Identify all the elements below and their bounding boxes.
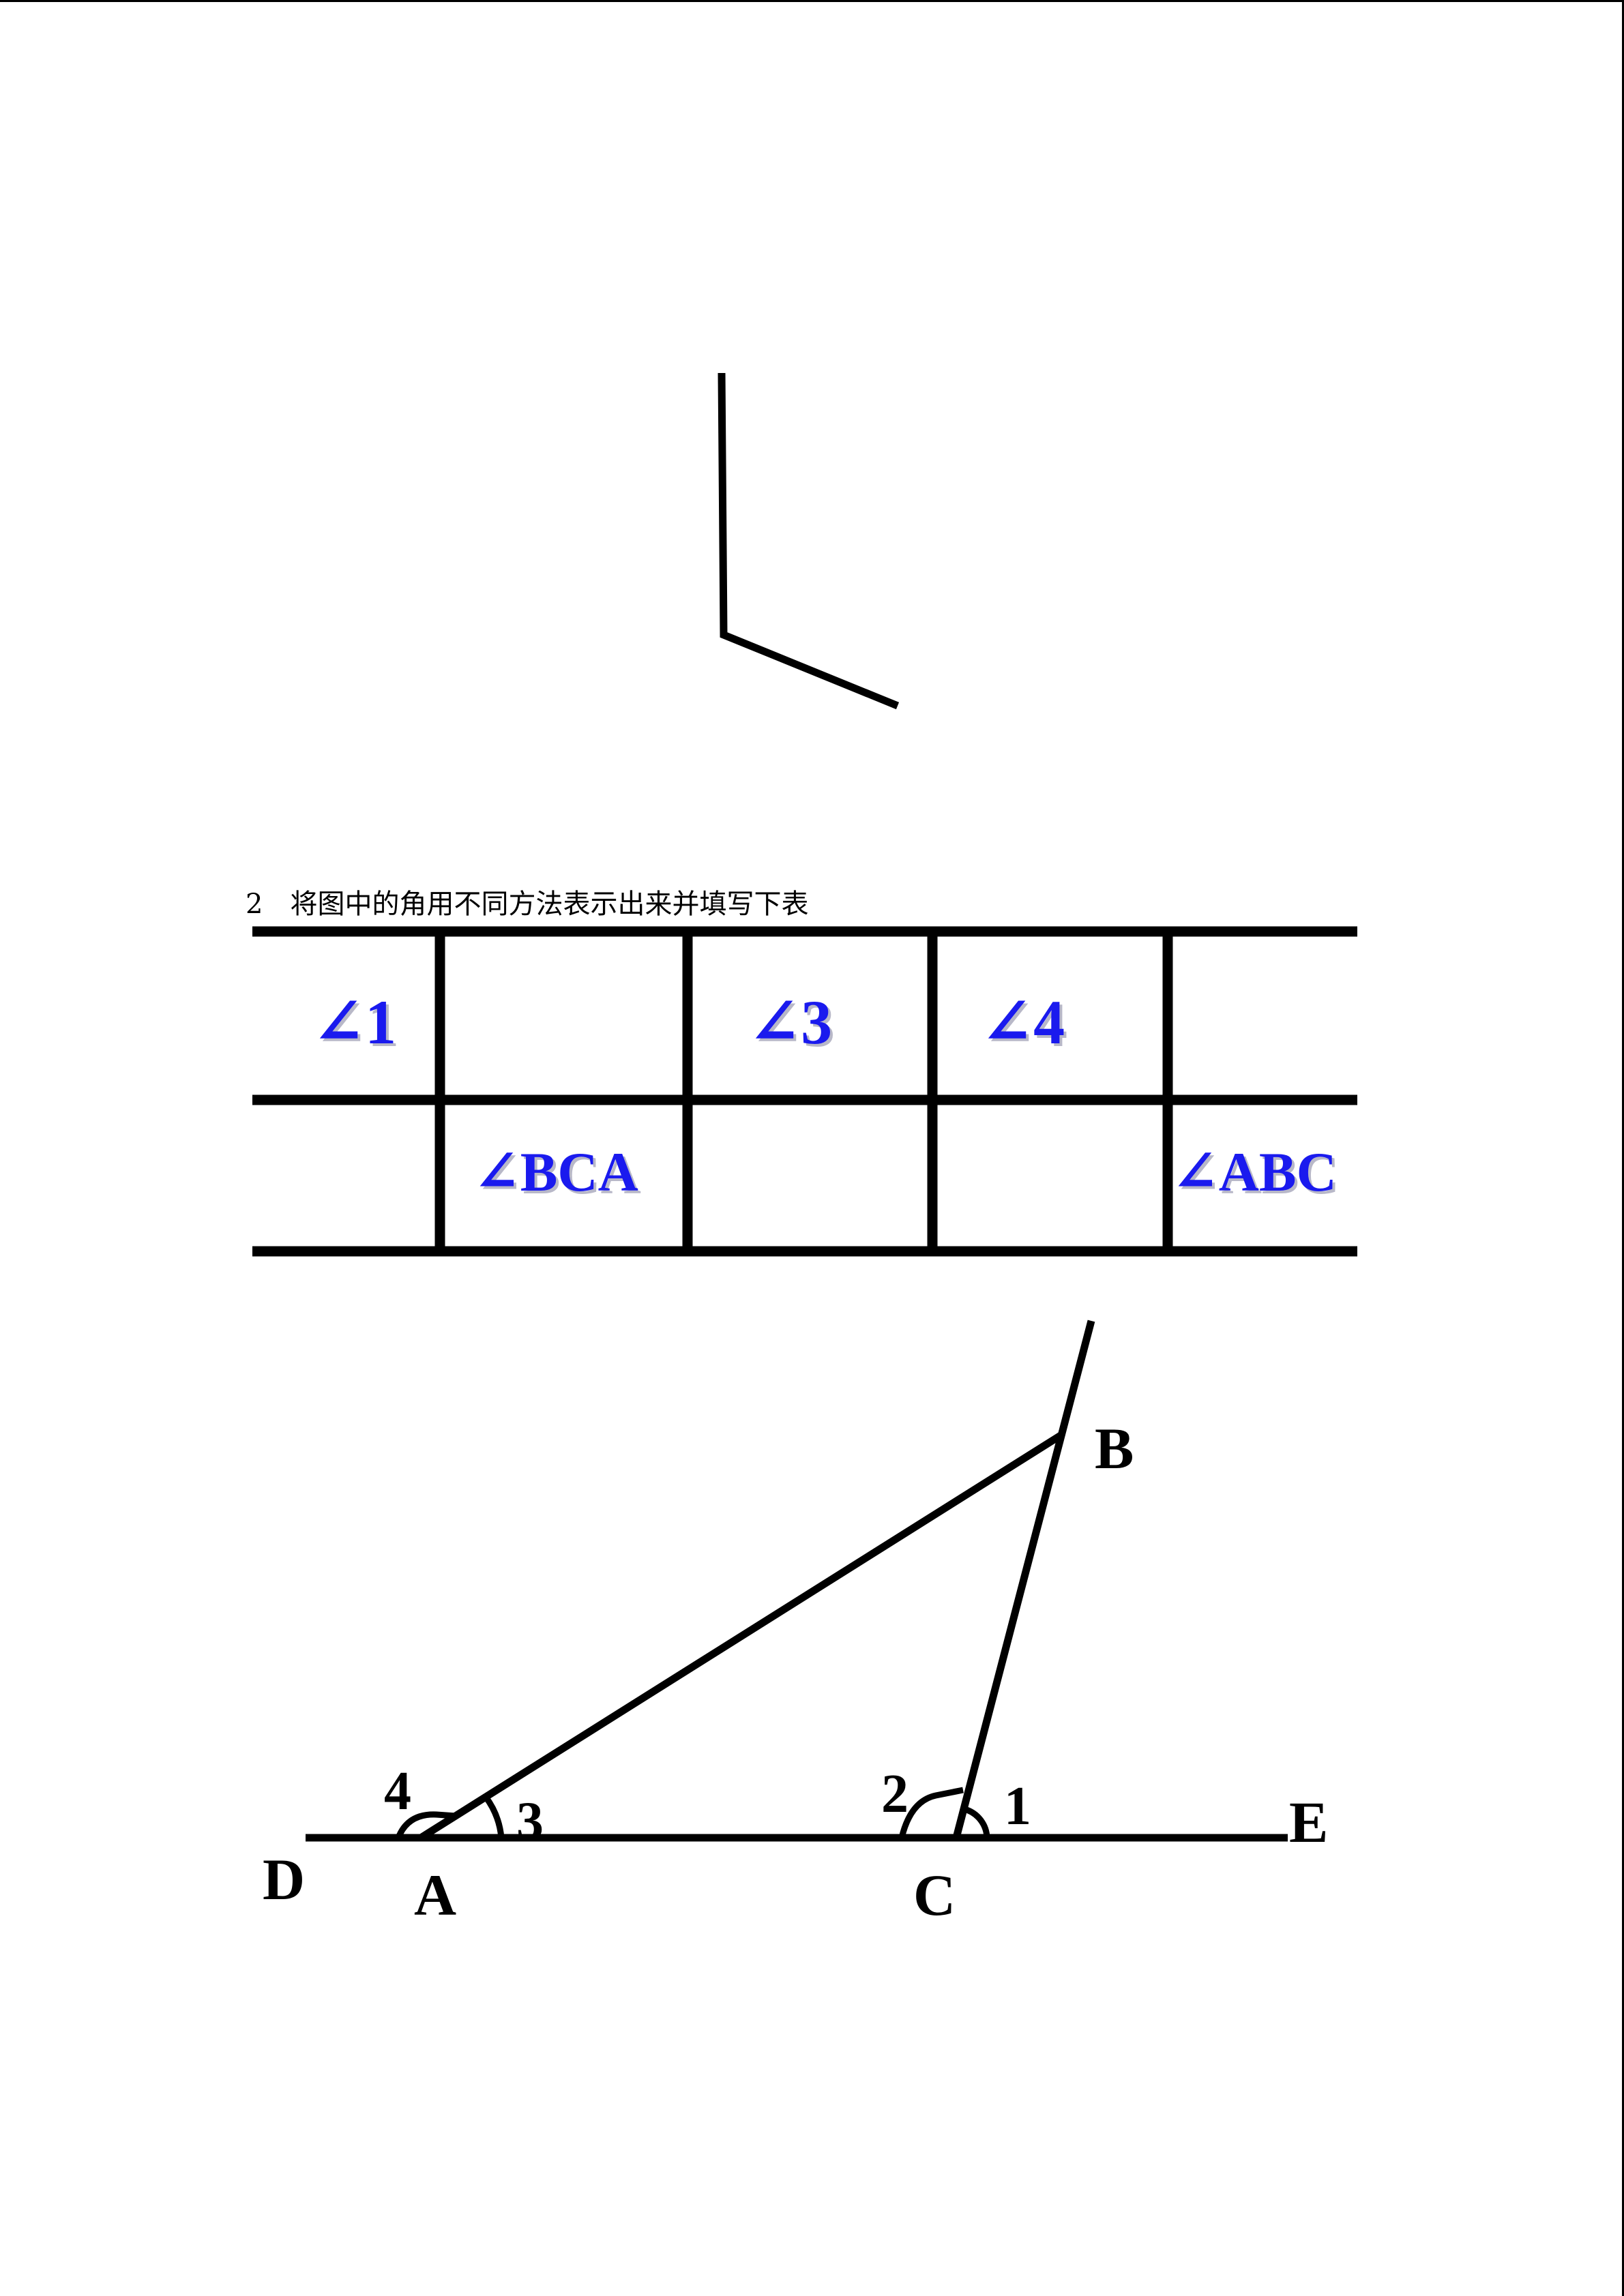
point-label-C: C xyxy=(913,1862,956,1928)
table-cell-r2c2: ∠BCA xyxy=(473,1141,638,1203)
angle-number-3: 3 xyxy=(516,1791,544,1851)
point-label-B: B xyxy=(1095,1416,1134,1481)
point-label-D: D xyxy=(263,1847,305,1912)
question-text: 将图中的角用不同方法表示出来并填写下表 xyxy=(290,889,809,920)
question-line: 2 将图中的角用不同方法表示出来并填写下表 xyxy=(246,882,808,921)
angle-arc-2 xyxy=(898,1787,964,1839)
angle-arc-4 xyxy=(395,1811,456,1839)
angle-shape xyxy=(718,372,900,710)
segment-AB xyxy=(419,1432,1063,1841)
point-label-A: A xyxy=(414,1862,456,1928)
point-label-E: E xyxy=(1289,1789,1328,1855)
angle-arc-1 xyxy=(963,1806,990,1838)
angle-number-2: 2 xyxy=(881,1764,909,1824)
table-cell-r1c1: ∠1 xyxy=(312,987,397,1057)
ray-CB xyxy=(952,1320,1095,1839)
angle-number-1: 1 xyxy=(1004,1776,1031,1836)
question-number: 2 xyxy=(246,889,263,920)
table-cell-r1c4: ∠4 xyxy=(981,987,1065,1057)
table-cell-r1c3: ∠3 xyxy=(748,987,833,1057)
table-cell-r2c5: ∠ABC xyxy=(1172,1141,1337,1203)
angle-number-4: 4 xyxy=(384,1761,411,1821)
angle-arc-3 xyxy=(483,1795,505,1838)
